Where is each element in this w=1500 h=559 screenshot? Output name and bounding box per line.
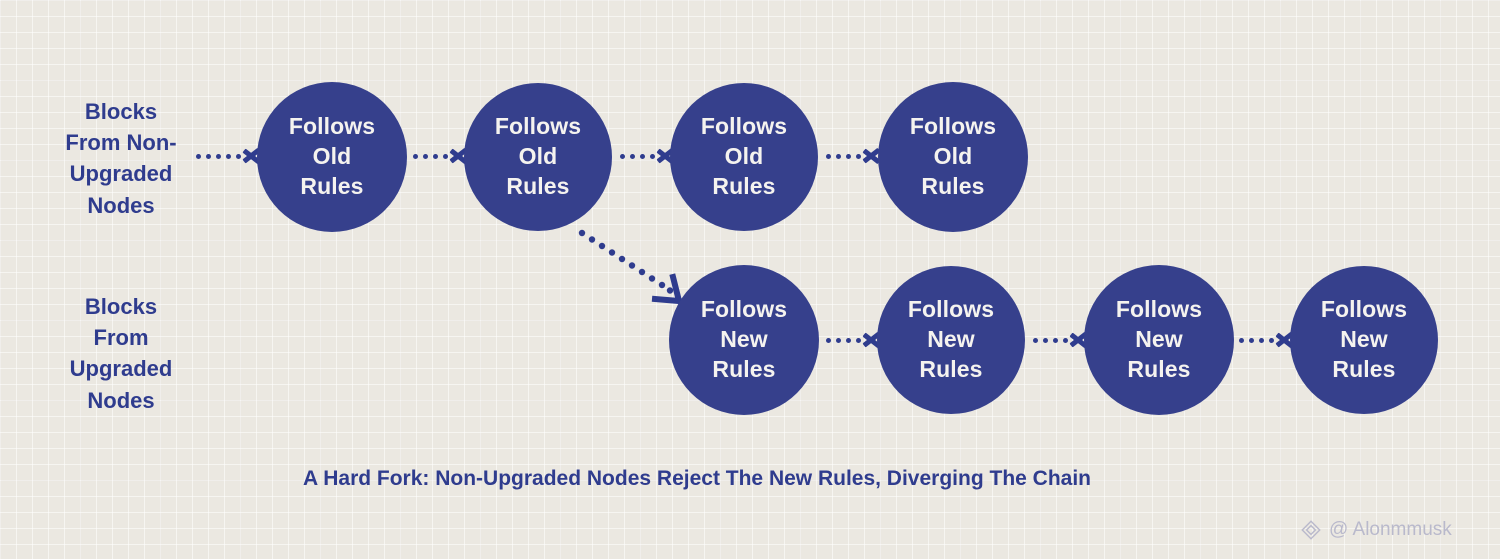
node-label: Follows New Rules	[1115, 296, 1203, 382]
arrow-dots	[1033, 337, 1068, 343]
node-old-rules-4[interactable]: Follows Old Rules	[878, 82, 1028, 232]
row-label-upgraded-nodes: Blocks From Upgraded Nodes	[69, 294, 173, 413]
arrow-dots	[1239, 337, 1274, 343]
arrow-new-1-to-2	[826, 327, 864, 353]
arrow-entry-old-chain	[196, 143, 244, 169]
node-label: Follows New Rules	[907, 296, 995, 382]
diamond-logo-icon	[1301, 520, 1321, 540]
node-label: Follows New Rules	[700, 296, 788, 382]
fork-arrow-head-icon	[651, 273, 683, 305]
arrow-dots	[826, 337, 861, 343]
node-label: Follows Old Rules	[909, 113, 997, 199]
arrow-dots	[620, 153, 655, 159]
node-label: Follows Old Rules	[700, 113, 788, 199]
arrow-new-3-to-4	[1239, 327, 1277, 353]
arrow-dots	[196, 153, 241, 159]
node-new-rules-3[interactable]: Follows New Rules	[1084, 265, 1234, 415]
node-new-rules-1[interactable]: Follows New Rules	[669, 265, 819, 415]
row-label-non-upgraded-nodes: Blocks From Non- Upgraded Nodes	[65, 99, 177, 218]
arrow-dots	[413, 153, 448, 159]
node-old-rules-3[interactable]: Follows Old Rules	[670, 83, 818, 231]
arrow-new-2-to-3	[1033, 327, 1071, 353]
node-new-rules-4[interactable]: Follows New Rules	[1290, 266, 1438, 414]
arrow-old-1-to-2	[413, 143, 451, 169]
node-label: Follows New Rules	[1320, 296, 1408, 382]
node-label: Follows Old Rules	[288, 113, 376, 199]
node-old-rules-1[interactable]: Follows Old Rules	[257, 82, 407, 232]
watermark: @ Alonmmusk	[1300, 519, 1452, 541]
fork-arrow-dots	[578, 229, 674, 294]
diagram-caption: A Hard Fork: Non-Upgraded Nodes Reject T…	[303, 467, 1091, 490]
arrow-old-3-to-4	[826, 143, 864, 169]
node-label: Follows Old Rules	[494, 113, 582, 199]
node-old-rules-2[interactable]: Follows Old Rules	[464, 83, 612, 231]
watermark-handle: @ Alonmmusk	[1329, 519, 1452, 540]
arrow-old-2-to-3	[620, 143, 658, 169]
node-new-rules-2[interactable]: Follows New Rules	[877, 266, 1025, 414]
arrow-dots	[826, 153, 861, 159]
